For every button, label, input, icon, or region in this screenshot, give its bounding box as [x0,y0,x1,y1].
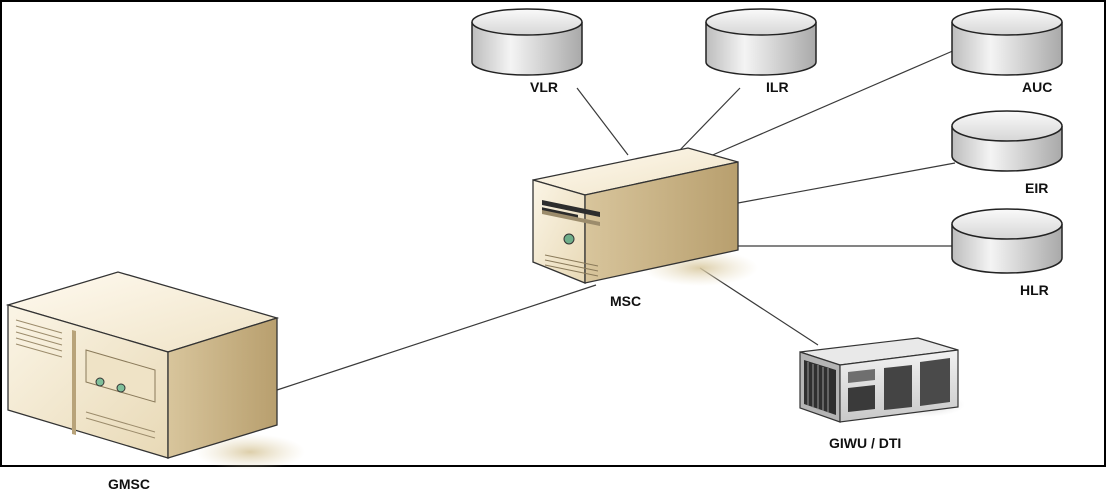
server-cabinet-icon [5,271,280,459]
gmsc-label: GMSC [108,476,150,492]
msc-label: MSC [610,293,641,309]
server-tower-icon [532,147,739,284]
vlr-label: VLR [530,79,558,95]
auc-label: AUC [1022,79,1052,95]
database-icon [471,8,583,76]
rack-unit-icon [799,337,959,423]
link-msc-vlr [576,87,629,156]
link-msc-gmsc [276,284,597,391]
link-msc-auc [707,49,956,158]
vlr-database-node: VLR [471,8,583,95]
giwu-dti-node: GIWU / DTI [799,337,965,451]
link-msc-eir [737,162,956,204]
ilr-label: ILR [766,79,789,95]
hlr-database-node: HLR [951,208,1063,298]
eir-database-node: EIR [951,110,1063,196]
ilr-database-node: ILR [705,8,817,95]
connection-lines [276,49,956,391]
msc-server-node: MSC [532,147,758,309]
giwu-dti-label: GIWU / DTI [829,435,901,451]
auc-database-node: AUC [951,8,1063,95]
eir-label: EIR [1025,180,1048,196]
gmsc-server-node: GMSC [5,271,305,492]
database-icon [705,8,817,76]
gmsc-shadow [195,434,305,470]
database-icon [951,8,1063,76]
database-icon [951,110,1063,172]
link-msc-ilr [677,87,741,153]
database-icon [951,208,1063,274]
hlr-label: HLR [1020,282,1049,298]
